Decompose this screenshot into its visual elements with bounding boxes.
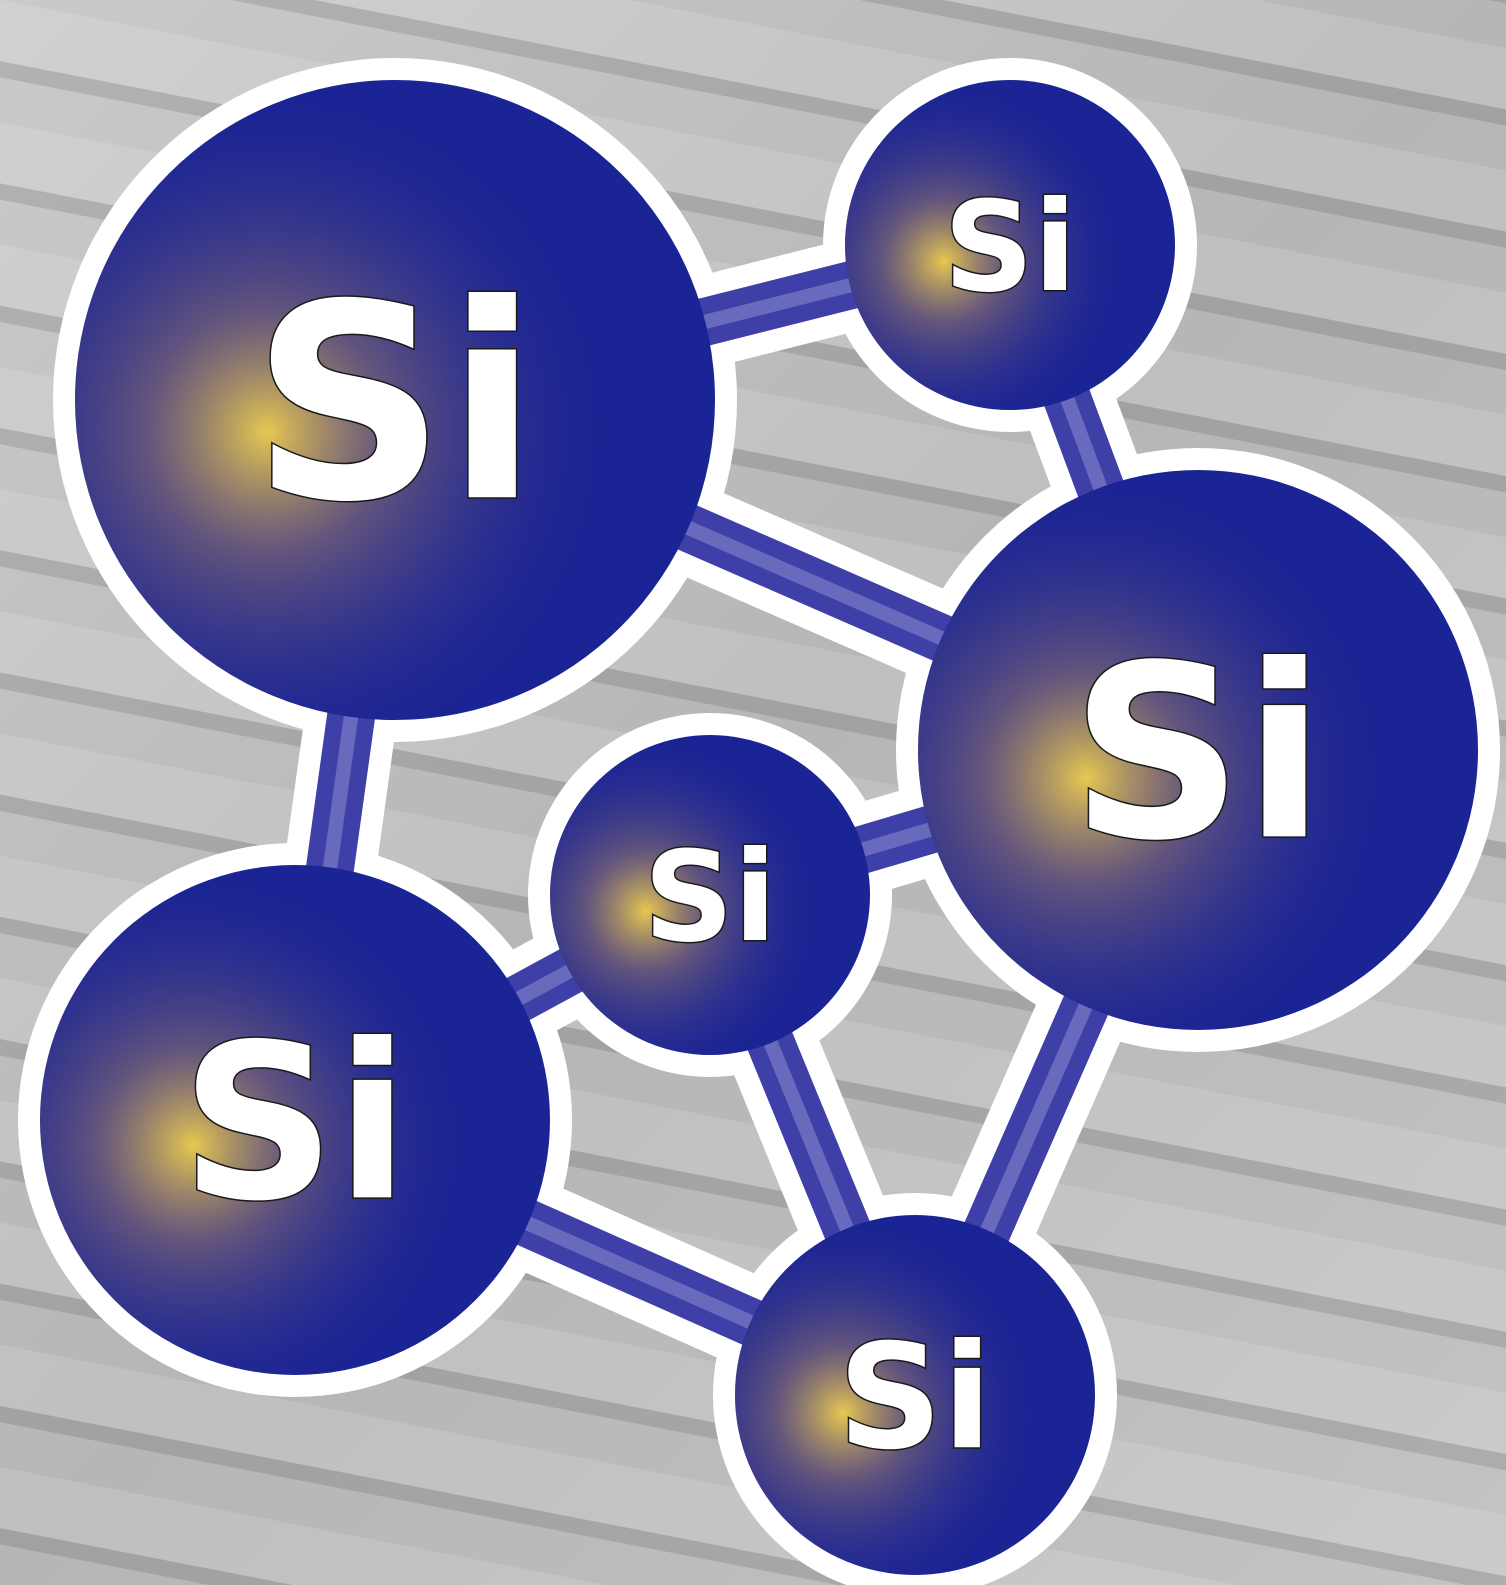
atom-4: Si [40, 865, 550, 1375]
atom-label: Si [944, 175, 1077, 320]
atom-6: Si [735, 1215, 1095, 1575]
atom-5: Si [550, 735, 870, 1055]
atom-glow [75, 80, 715, 720]
atom-label: Si [181, 997, 410, 1248]
atom-2: Si [845, 80, 1175, 410]
atom-label: Si [838, 1313, 992, 1482]
atom-label: Si [251, 246, 538, 561]
atom-glow [735, 1215, 1095, 1575]
atom-1: Si [75, 80, 715, 720]
atom-label: Si [644, 825, 777, 970]
atom-label: Si [1070, 613, 1325, 893]
atom-glow [918, 470, 1478, 1030]
atom-glow [845, 80, 1175, 410]
atom-glow [40, 865, 550, 1375]
atom-glow [550, 735, 870, 1055]
atom-3: Si [918, 470, 1478, 1030]
